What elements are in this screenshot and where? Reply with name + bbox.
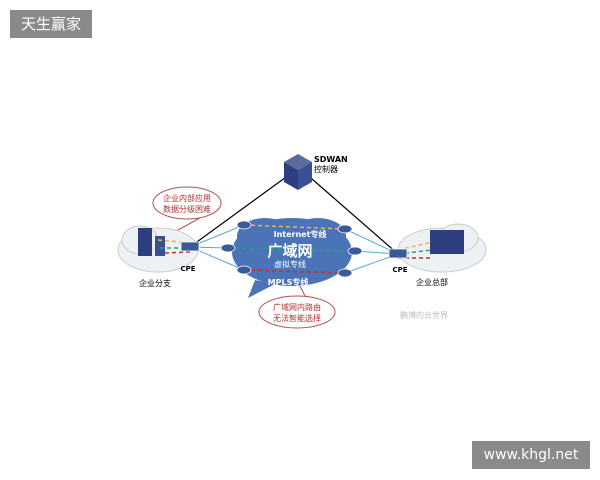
callout-branch: 企业内部应用 数据分级困难 [152,186,222,231]
controller-label: SDWAN [314,155,348,164]
router-icon [220,243,236,253]
svg-text:企业内部应用: 企业内部应用 [163,193,211,203]
callout-routing: 广域网内路由 无法智能选择 [258,285,336,329]
internet-path [243,224,346,230]
mpls-path [243,269,346,274]
source-watermark: 鹏博的云世界 [400,310,448,320]
hq-cloud [397,223,487,273]
watermark-badge: 天生赢家 [10,10,92,38]
router-icon [236,265,252,275]
router-icon [347,246,363,256]
server-icon [138,228,152,256]
virtual-label: 虚拟专线 [274,259,306,269]
cpe-router-icon [180,241,200,252]
router-icon [337,224,353,234]
mpls-label: MPLS专线 [268,277,309,287]
hq-cpe-label: CPE [392,266,407,274]
datacenter-icon [430,230,464,254]
branch-cpe-label: CPE [180,265,195,273]
cpe-router-icon [388,248,408,259]
svg-text:广域网内路由: 广域网内路由 [273,302,321,312]
site-watermark: www.khgl.net [472,441,590,469]
hq-label: 企业总部 [416,277,448,287]
svg-text:无法智能选择: 无法智能选择 [273,313,321,323]
switch-cube-icon [284,154,312,190]
wan-title: 广域网 [267,242,312,260]
router-icon [236,220,252,230]
svg-text:数据分级困难: 数据分级困难 [163,204,211,214]
branch-label: 企业分支 [139,278,171,288]
server-icon [155,236,165,256]
controller-label-cn: 控制器 [314,164,338,174]
internet-label: Internet专线 [274,229,327,239]
router-icon [337,268,353,278]
wan-cloud [232,218,352,298]
branch-cloud [117,225,199,273]
virtual-path [227,247,356,252]
